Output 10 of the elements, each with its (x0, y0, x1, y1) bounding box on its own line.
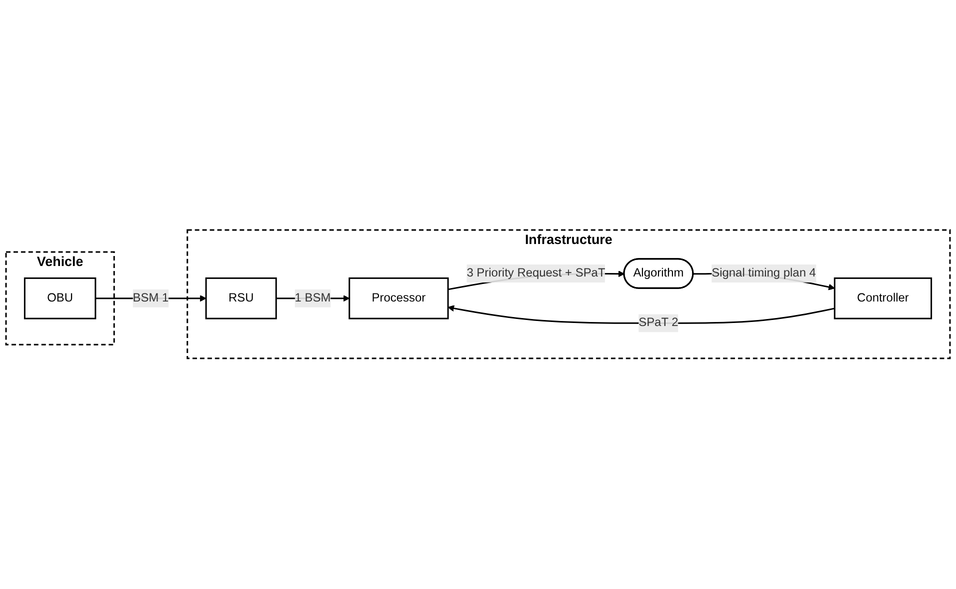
edge-label: Signal timing plan 4 (712, 267, 816, 280)
node-box: Controller (834, 278, 932, 320)
edge-label: BSM 1 (132, 292, 169, 305)
arrow (448, 305, 835, 324)
edge-label: 3 Priority Request + SPaT (466, 267, 606, 280)
node-box: RSU (205, 278, 277, 320)
node-box: OBU (24, 278, 96, 320)
edge-label: 1 BSM (294, 292, 331, 305)
edge-label: SPaT 2 (638, 316, 678, 330)
node-box: Processor (348, 278, 449, 320)
